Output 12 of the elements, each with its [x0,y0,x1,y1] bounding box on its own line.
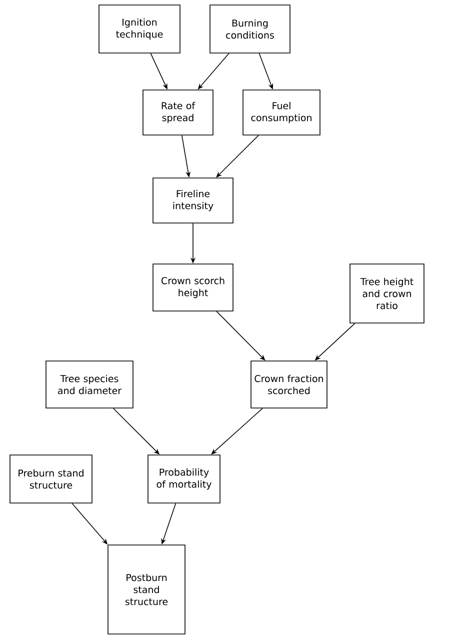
process-box: Postburn stand structure [108,544,186,634]
process-box: Burning conditions [210,4,290,54]
process-box: Rate of spread [142,90,214,136]
process-box: Tree height and crown ratio [350,264,424,324]
process-box: Fuel consumption [242,90,320,136]
process-box: Preburn stand structure [10,454,92,504]
process-box: Probability of mortality [148,454,220,504]
process-box: Crown scorch height [152,264,234,312]
process-box: Fireline intensity [152,178,234,224]
process-box: Crown fraction scorched [250,360,328,408]
process-box: Tree species and diameter [46,360,134,408]
process-box: Ignition technique [98,4,180,54]
